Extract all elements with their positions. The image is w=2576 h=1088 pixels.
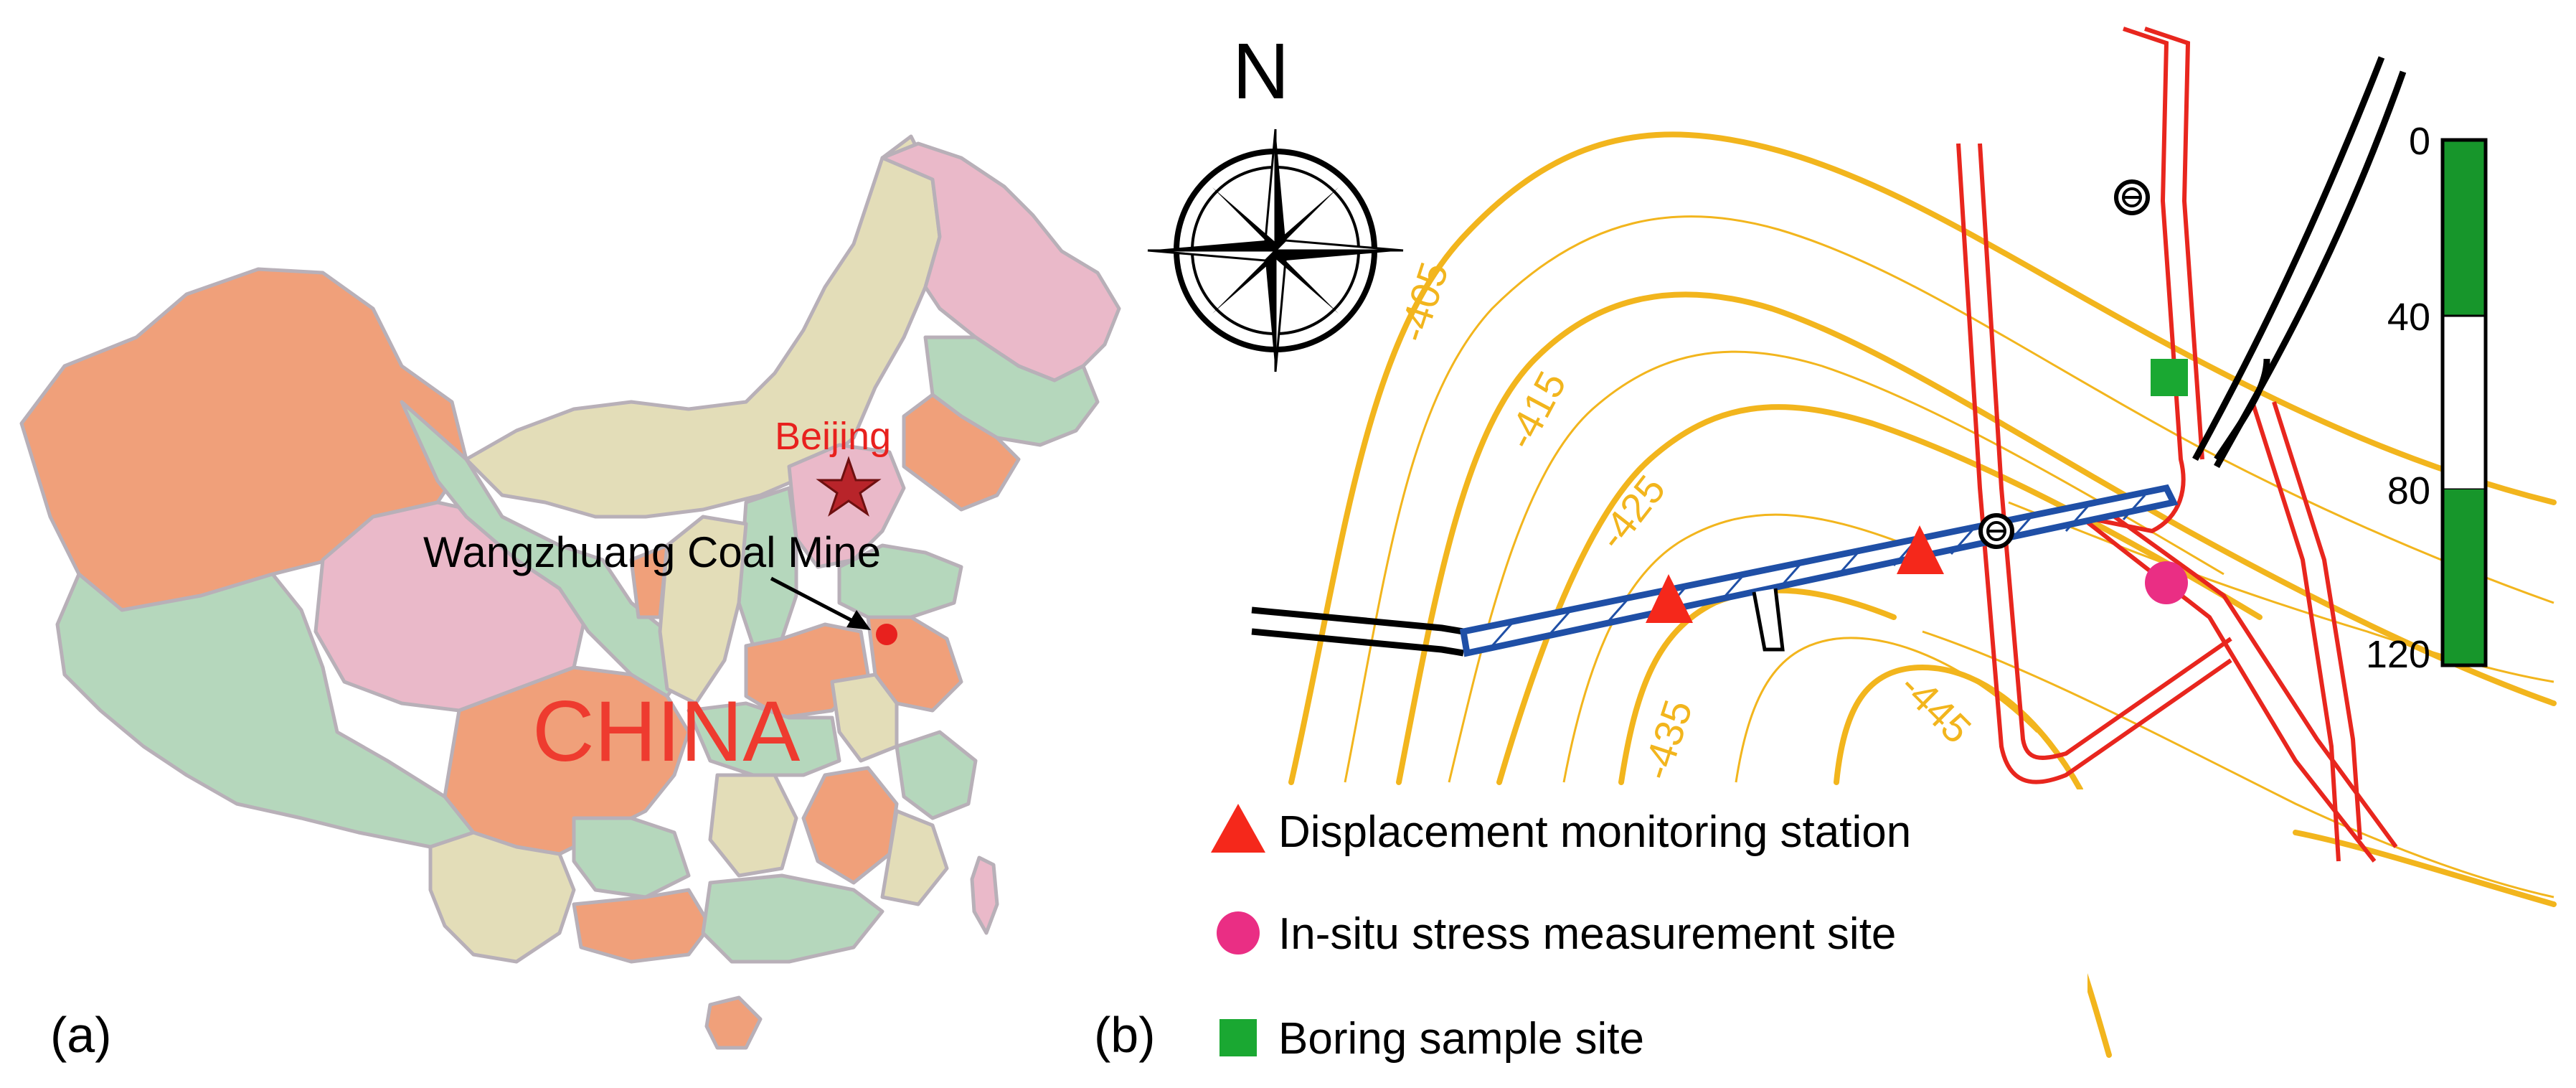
region-guangdong	[701, 873, 884, 964]
panel-a-label: (a)	[50, 1007, 112, 1063]
region-shanxi	[737, 486, 798, 648]
region-hebei	[787, 443, 906, 569]
legend-square-icon	[1219, 1019, 1257, 1056]
contour-right	[2293, 830, 2557, 907]
shaft-icon	[1978, 513, 2014, 549]
region-hubei	[687, 701, 841, 777]
region-zhejiang	[895, 730, 978, 820]
mine-location-dot	[876, 624, 897, 645]
contour-445	[1834, 664, 2083, 792]
monitoring-station-triangle	[1897, 525, 1944, 574]
roadway-notch	[1752, 588, 1785, 652]
red-roadway	[2080, 27, 2186, 534]
legend-triangle-icon	[1211, 804, 1265, 853]
black-roadway	[2214, 70, 2407, 469]
legend: Displacement monitoring station In-situ …	[1211, 804, 1911, 1064]
contour-label-405: -405	[1389, 257, 1457, 347]
compass-rose-icon: N	[1147, 27, 1404, 372]
black-roadway	[2192, 56, 2385, 461]
shaft-icon	[2114, 179, 2150, 215]
scale-tick-40: 40	[2387, 296, 2430, 339]
scale-tick-0: 0	[2409, 120, 2430, 163]
red-roadway	[1956, 143, 2232, 784]
region-anhui	[830, 672, 899, 763]
contour-label-425: -425	[1589, 466, 1674, 558]
region-guangxi	[572, 888, 712, 964]
legend-item-displacement: Displacement monitoring station	[1278, 807, 1911, 857]
mine-arrow-head	[846, 610, 871, 630]
black-roadway	[1251, 606, 1464, 635]
mine-arrow	[770, 576, 861, 627]
scale-bar: 0 40 80 120	[2366, 120, 2488, 676]
region-heilongjiang	[880, 141, 1121, 383]
red-roadway	[2079, 515, 2377, 863]
region-liaoning	[902, 393, 1021, 512]
legend-circle-icon	[1217, 911, 1260, 955]
red-roadway	[2144, 27, 2204, 460]
region-hunan	[708, 773, 798, 878]
north-label: N	[1232, 27, 1289, 116]
region-yunnan	[428, 830, 576, 964]
contour-thin	[1448, 350, 2224, 783]
scale-tick-80: 80	[2387, 469, 2430, 512]
legend-item-stress: In-situ stress measurement site	[1278, 909, 1896, 959]
region-shandong	[837, 543, 963, 619]
contour-label-435: -435	[1633, 695, 1701, 785]
region-taiwan	[970, 855, 999, 935]
region-shaanxi	[658, 515, 748, 705]
working-face	[1459, 484, 2179, 657]
mine-label: Wangzhuang Coal Mine	[423, 528, 881, 576]
black-roadway	[2214, 358, 2270, 461]
boring-sample-square	[2151, 359, 2188, 396]
region-ningxia	[629, 543, 669, 619]
contour-thin	[1735, 637, 2039, 783]
country-label: CHINA	[532, 683, 800, 779]
monitoring-station-triangle	[1646, 574, 1693, 623]
contour-thin	[2008, 501, 2554, 683]
contour-thin	[1562, 513, 1909, 783]
red-roadway	[2250, 401, 2341, 862]
region-hainan	[704, 995, 763, 1050]
contour-thin	[1922, 630, 2554, 899]
stress-measurement-circle	[2145, 561, 2188, 604]
contour-415	[1396, 291, 2557, 785]
black-roadway	[1251, 628, 1464, 657]
region-jiangxi	[801, 766, 899, 885]
beijing-star-icon	[816, 456, 882, 517]
contour-thin	[1344, 215, 2554, 783]
region-guizhou	[572, 816, 691, 899]
scale-tick-120: 120	[2366, 633, 2430, 676]
beijing-label: Beijing	[775, 415, 891, 458]
red-roadway	[1978, 143, 2232, 760]
contour-425	[1496, 404, 2263, 785]
legend-item-boring: Boring sample site	[1278, 1014, 1644, 1064]
region-fujian	[880, 809, 949, 906]
red-roadway	[2272, 401, 2362, 840]
contour-405	[1288, 131, 2557, 785]
panel-b-label: (b)	[1094, 1007, 1156, 1063]
panel-b-map: N	[1094, 27, 2557, 1088]
panel-a-map: Beijing Wangzhuang Coal Mine CHINA (a)	[19, 134, 1121, 1063]
